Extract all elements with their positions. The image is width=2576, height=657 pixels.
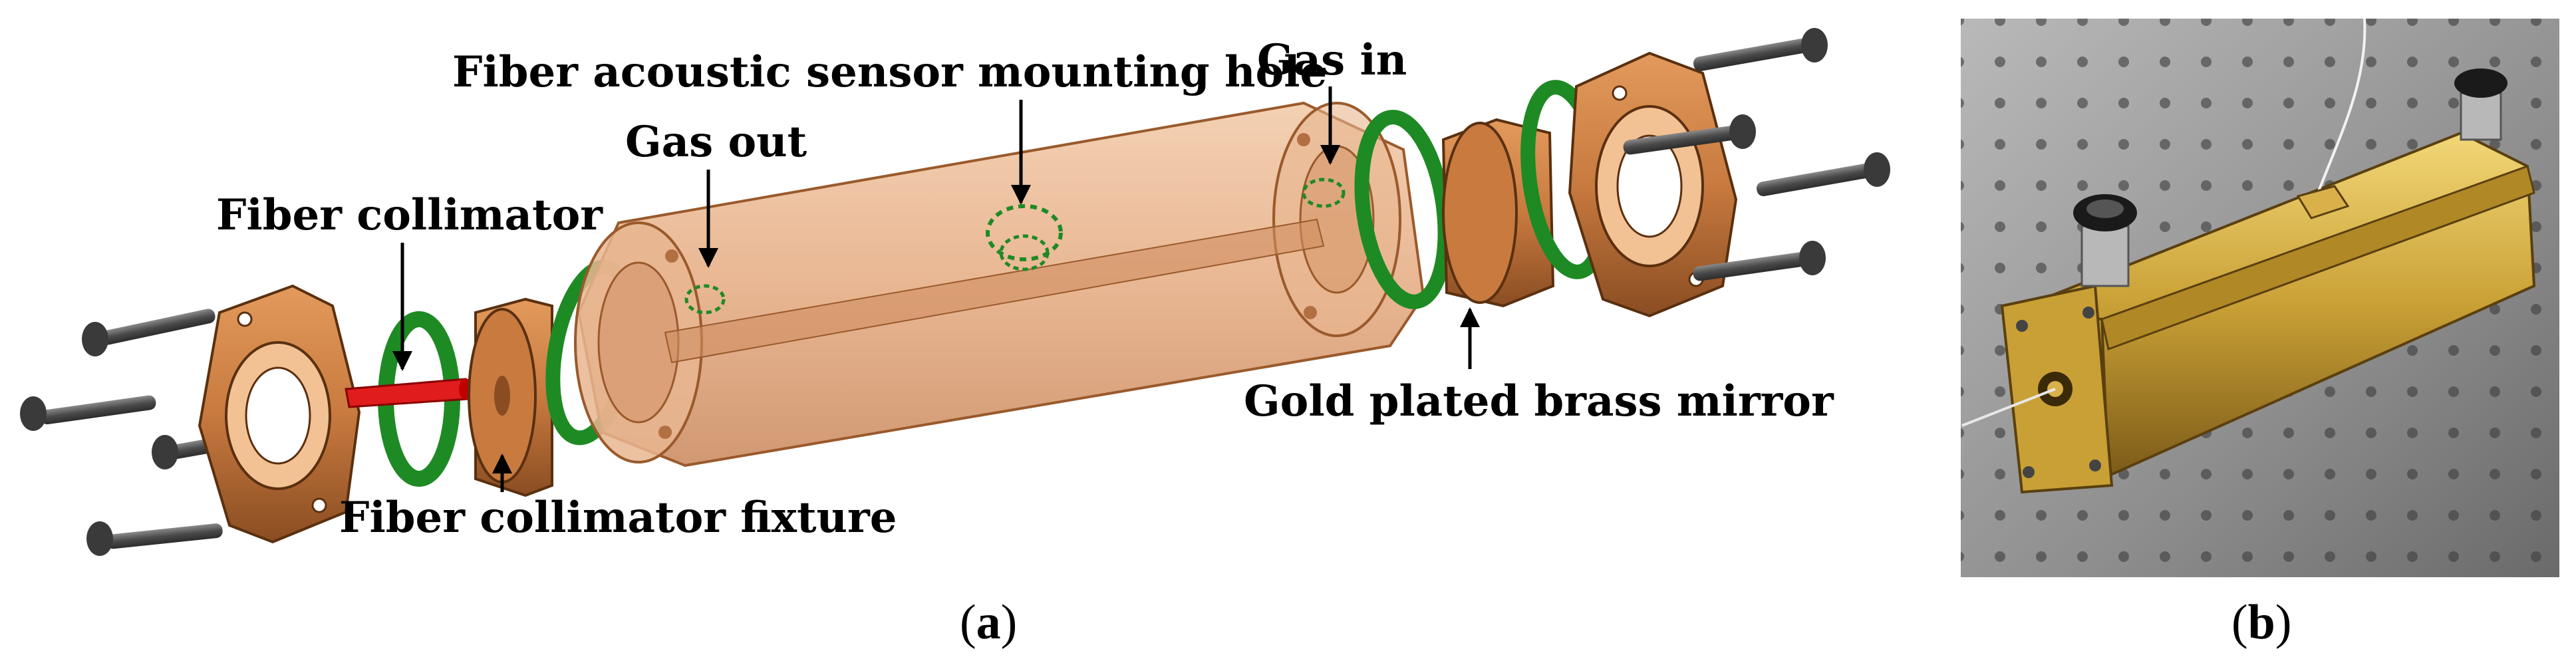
right-flange <box>1568 51 1738 318</box>
callout-gold-plated-brass-mirror: Gold plated brass mirror <box>1244 376 1834 426</box>
panel-label-b-letter: b <box>2248 595 2275 650</box>
left-flange <box>198 284 361 544</box>
screw <box>86 521 223 556</box>
screw <box>1756 152 1890 197</box>
fiber-cable <box>1961 388 2056 427</box>
callout-fiber-acoustic-sensor-mounting-hole: Fiber acoustic sensor mounting hole <box>452 47 1327 97</box>
screw <box>82 309 215 356</box>
callout-fiber-collimator-fixture: Fiber collimator fixture <box>339 493 897 543</box>
panel-a-diagram: Fiber acoustic sensor mounting hole Gas … <box>20 28 1890 650</box>
gas-fitting-left <box>2073 194 2137 287</box>
panel-label-a-letter: a <box>976 595 1001 650</box>
collimator-fixture <box>468 297 553 497</box>
callout-fiber-collimator: Fiber collimator <box>216 190 603 240</box>
brass-cell-photo <box>2000 131 2536 494</box>
screw <box>1693 28 1828 72</box>
panel-label-a: (a) <box>960 595 1017 650</box>
sensor-nut <box>2296 185 2350 219</box>
fiber-cable-right <box>2317 18 2366 194</box>
panel-b-photo: (b) <box>1961 18 2559 650</box>
screw <box>1693 241 1826 281</box>
gas-fitting-right <box>2454 68 2507 141</box>
panel-label-b: (b) <box>2231 595 2291 650</box>
callout-gas-in: Gas in <box>1257 35 1407 85</box>
right-screws <box>1623 28 1890 281</box>
callout-gas-out: Gas out <box>625 117 807 167</box>
cell-body <box>574 101 1425 467</box>
screw <box>20 395 156 431</box>
screw <box>1623 114 1756 155</box>
